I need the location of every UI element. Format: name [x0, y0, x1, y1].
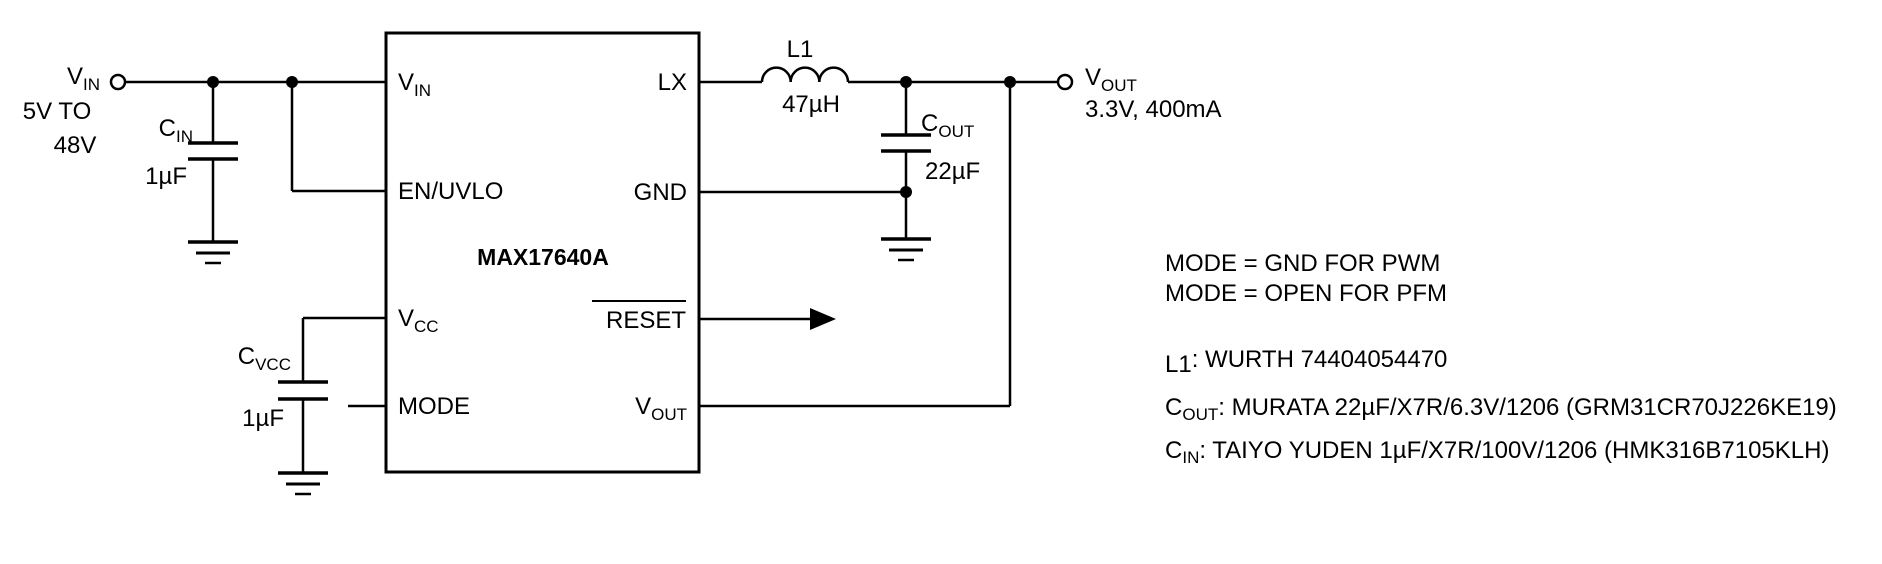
pin-vout-main: V [635, 393, 651, 420]
inductor-label: L1 [787, 36, 814, 63]
pin-label-en-uvlo: EN/UVLO [398, 178, 503, 205]
notes-block: MODE = GND FOR PWM MODE = OPEN FOR PFM L… [1165, 250, 1837, 467]
pin-vcc-subscript: CC [414, 317, 439, 336]
note-cout: COUT: MURATA 22µF/X7R/6.3V/1206 (GRM31CR… [1165, 394, 1837, 424]
note-cin: CIN: TAIYO YUDEN 1µF/X7R/100V/1206 (HMK3… [1165, 437, 1829, 467]
inductor-value: 47µH [782, 91, 840, 118]
cout-capacitor [881, 133, 931, 153]
note-cin-pre: C [1165, 437, 1182, 464]
note-cout-rest: : MURATA 22µF/X7R/6.3V/1206 (GRM31CR70J2… [1218, 394, 1837, 421]
note-l1-pre: L1 [1165, 351, 1192, 378]
pin-label-vcc: VCC [398, 305, 439, 336]
cvcc-label-main: C [238, 343, 255, 370]
cout-label: COUT [921, 110, 974, 141]
pin-label-vout: VOUT [635, 393, 687, 424]
vin-source-label: VIN [67, 63, 100, 94]
reset-arrow [699, 308, 836, 330]
pin-label-gnd: GND [634, 179, 687, 206]
note-cin-rest: : TAIYO YUDEN 1µF/X7R/100V/1206 (HMK316B… [1199, 437, 1829, 464]
vin-range-line2: 48V [54, 132, 97, 159]
cin-value: 1µF [145, 163, 187, 190]
cin-ground-symbol [188, 240, 238, 265]
vout-terminal-main: V [1085, 64, 1101, 91]
vout-terminal-circle [1056, 73, 1074, 91]
note-mode-pwm: MODE = GND FOR PWM [1165, 250, 1440, 277]
pin-vin-subscript: IN [414, 81, 431, 100]
inductor-coil [760, 66, 850, 83]
cin-capacitor [188, 141, 238, 161]
junction-dot [900, 76, 912, 88]
note-mode-pfm: MODE = OPEN FOR PFM [1165, 280, 1447, 307]
pin-vin-main: V [398, 69, 414, 96]
cout-label-main: C [921, 110, 938, 137]
vin-source-subscript: IN [83, 75, 100, 94]
junction-dot [1004, 76, 1016, 88]
cin-label-subscript: IN [176, 127, 193, 146]
vout-terminal-subscript: OUT [1101, 76, 1137, 95]
pin-vout-subscript: OUT [651, 405, 687, 424]
junction-dot [900, 186, 912, 198]
cout-ground-symbol [881, 237, 931, 262]
cvcc-capacitor [278, 380, 328, 401]
cout-value: 22µF [925, 158, 980, 185]
cvcc-value: 1µF [242, 405, 284, 432]
pin-label-mode: MODE [398, 393, 470, 420]
note-cin-subscript: IN [1182, 448, 1199, 467]
ic-part-number: MAX17640A [477, 244, 609, 270]
vin-source-main: V [67, 63, 83, 90]
vin-terminal-circle [109, 73, 127, 91]
note-cout-pre: C [1165, 394, 1182, 421]
note-l1: L1: WURTH 74404054470 [1165, 346, 1447, 378]
cvcc-label-subscript: VCC [255, 355, 291, 374]
junction-dot [286, 76, 298, 88]
junction-dot [207, 76, 219, 88]
pin-label-vin: VIN [398, 69, 431, 100]
cin-label-main: C [159, 115, 176, 142]
cvcc-ground-symbol [278, 471, 328, 496]
ic-body [384, 31, 701, 474]
cin-label: CIN [159, 115, 193, 146]
cvcc-label: CVCC [238, 343, 291, 374]
vin-range-line1: 5V TO [23, 98, 91, 125]
pin-label-reset: RESET [606, 307, 686, 334]
pin-label-lx: LX [658, 69, 687, 96]
note-l1-rest: : WURTH 74404054470 [1192, 346, 1448, 373]
vout-spec: 3.3V, 400mA [1085, 96, 1222, 123]
pin-vcc-main: V [398, 305, 414, 332]
vout-terminal-label: VOUT [1085, 64, 1137, 95]
note-cout-subscript: OUT [1182, 405, 1218, 424]
cout-label-subscript: OUT [938, 122, 974, 141]
reset-arrowhead-icon [810, 308, 836, 330]
